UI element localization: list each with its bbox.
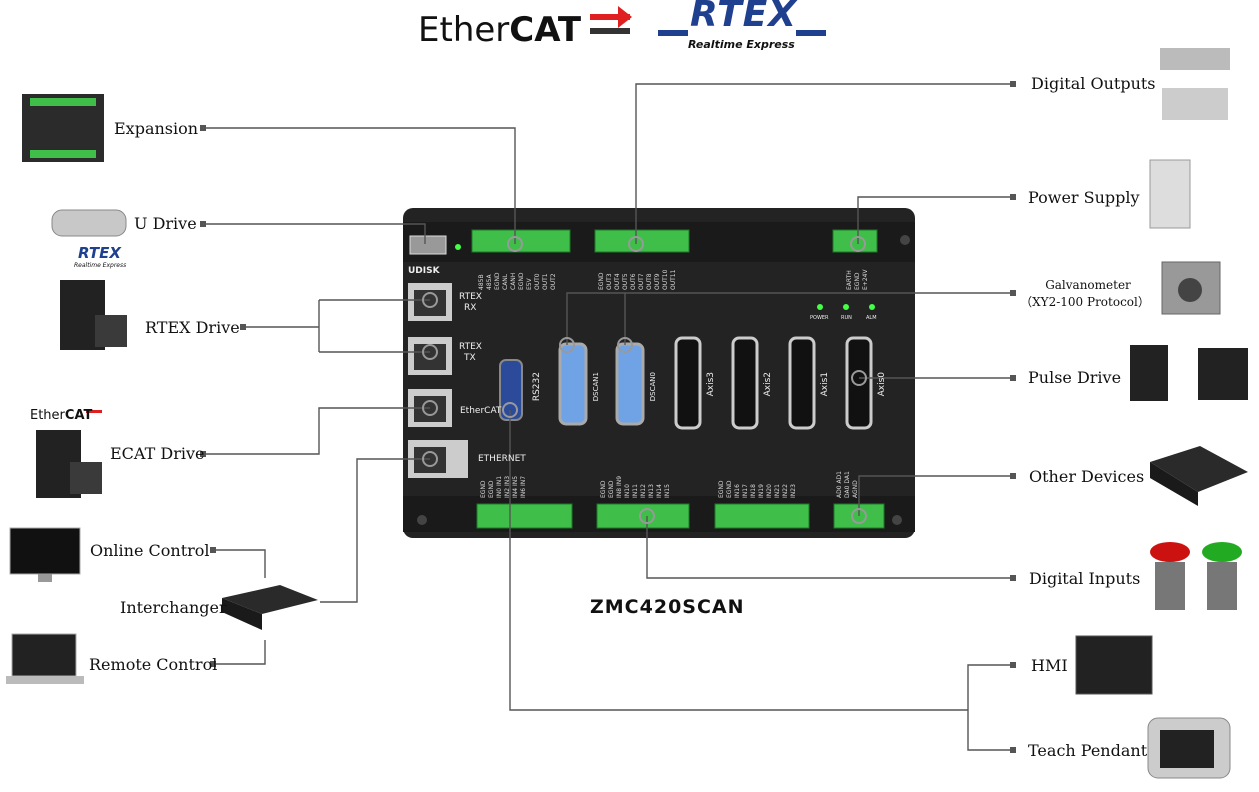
ecat-drive-image	[36, 430, 102, 498]
rtex-logo-subtitle: Realtime Express	[688, 38, 795, 51]
digital-inputs-image	[1150, 542, 1242, 610]
rtex-rx-label-1: RTEX	[459, 292, 482, 302]
pulse-drive-image	[1130, 345, 1248, 401]
teach-pendant-image	[1147, 717, 1231, 779]
terminal-pins-in0-7: EGND EGND IN0 IN1 IN2 IN3 IN4 IN5 IN6 IN…	[480, 475, 527, 498]
led-run-label: RUN	[841, 315, 852, 321]
label-galvanometer-protocol: （XY2-100 Protocol）	[1020, 295, 1150, 309]
ethercat-small-logo: EtherCAT	[30, 408, 92, 423]
product-name: ZMC420SCAN	[590, 596, 745, 618]
ethercat-small-cat: CAT	[64, 408, 93, 423]
label-hmi: HMI	[1031, 656, 1068, 675]
rtex-tx-label-1: RTEX	[459, 342, 482, 352]
terminal-pins-in16-23: EGND EGND IN16 IN17 IN18 IN19 IN20 IN21 …	[718, 480, 797, 498]
power-supply-image	[1149, 159, 1191, 229]
label-remote-control: Remote Control	[89, 655, 218, 674]
led-alm-label: ALM	[866, 315, 877, 321]
other-devices-image	[1150, 446, 1248, 506]
connection-lines	[205, 83, 1012, 751]
label-expansion: Expansion	[114, 119, 199, 138]
terminal-pins-analog: AD0 AD1 DA0 DA1 AGND	[836, 471, 859, 498]
ethercat-logo: EtherCAT	[418, 10, 581, 50]
dscan1-label: DSCAN1	[592, 372, 600, 402]
rtex-drive-image	[60, 280, 127, 350]
label-digital-outputs: Digital Outputs	[1031, 74, 1156, 93]
axis2-label: Axis2	[763, 372, 773, 397]
ethercat-small-ether: Ether	[30, 408, 65, 423]
galvanometer-image	[1161, 261, 1221, 315]
ethercat-port-label: EtherCAT	[460, 406, 502, 416]
digital-outputs-image	[1160, 48, 1230, 120]
switch-image	[222, 585, 318, 630]
connection-rings	[422, 236, 867, 524]
expansion-module-image	[22, 94, 104, 162]
terminal-pins-comm: 485B 485A EGND CANL CANH EGND E5V OUT0 O…	[478, 272, 557, 290]
rtex-rx-label-2: RX	[464, 303, 477, 313]
line-end-markers	[200, 81, 1016, 753]
rtex-logo: RTEX	[690, 0, 798, 35]
udisk-label: UDISK	[408, 266, 440, 276]
label-pulse-drive: Pulse Drive	[1028, 368, 1122, 387]
rtex-stripes	[658, 30, 826, 36]
monitor-image	[9, 527, 81, 582]
axis0-label: Axis0	[877, 372, 887, 397]
label-digital-inputs: Digital Inputs	[1029, 569, 1141, 588]
label-other-devices: Other Devices	[1029, 467, 1145, 486]
ethercat-logo-ether: Ether	[418, 10, 510, 50]
axis1-label: Axis1	[820, 372, 830, 397]
rtex-small-subtitle: Realtime Express	[74, 262, 127, 269]
label-galvanometer: Galvanometer	[1045, 278, 1131, 292]
ethernet-port-label: ETHERNET	[478, 454, 526, 464]
led-power-label: POWER	[810, 315, 829, 321]
rtex-small-logo: RTEX	[78, 244, 121, 262]
label-interchanger: Interchanger	[120, 598, 227, 617]
ethercat-arrow-mark	[590, 6, 632, 34]
label-online-control: Online Control	[90, 541, 210, 560]
label-u-drive: U Drive	[134, 214, 197, 233]
ethercat-small-arrow	[86, 410, 102, 413]
controller-body	[403, 208, 915, 538]
rs232-label: RS232	[532, 372, 542, 402]
hmi-image	[1075, 635, 1153, 695]
label-power-supply: Power Supply	[1028, 188, 1140, 207]
rtex-tx-label-2: TX	[464, 353, 476, 363]
dscan0-label: DSCAN0	[649, 372, 657, 402]
label-ecat-drive: ECAT Drive	[110, 444, 205, 463]
terminal-pins-power: EARTH EGND E+24V	[846, 269, 869, 290]
label-teach-pendant: Teach Pendant	[1028, 741, 1148, 760]
terminal-pins-in8-15: EGND EGND IN8 IN9 IN10 IN11 IN12 IN13 IN…	[600, 475, 671, 498]
laptop-image	[6, 633, 84, 684]
label-rtex-drive: RTEX Drive	[145, 318, 240, 337]
u-drive-image	[51, 209, 127, 237]
ethercat-logo-cat: CAT	[509, 10, 582, 50]
terminal-pins-outputs: EGND OUT3 OUT4 OUT5 OUT6 OUT7 OUT8 OUT9 …	[598, 269, 677, 290]
axis3-label: Axis3	[706, 372, 716, 397]
